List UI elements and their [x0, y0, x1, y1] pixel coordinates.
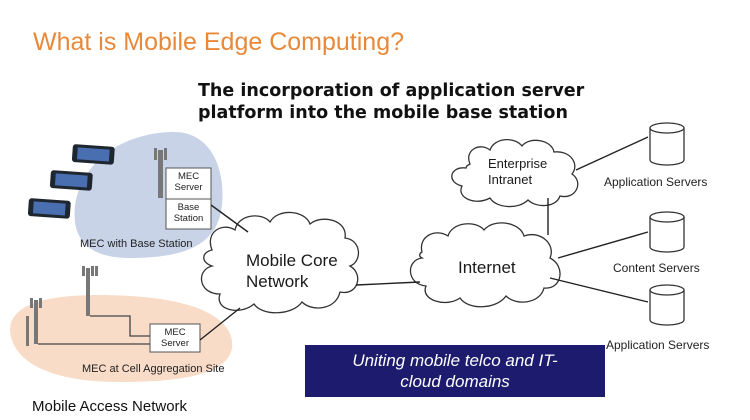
mec-aggregation-region-label: MEC at Cell Aggregation Site: [82, 363, 225, 375]
banner-text: Uniting mobile telco and IT- cloud domai…: [352, 351, 558, 391]
banner: Uniting mobile telco and IT- cloud domai…: [305, 345, 605, 397]
phone-icon: [49, 170, 93, 191]
slide-title: What is Mobile Edge Computing?: [33, 28, 405, 56]
server-label: Content Servers: [613, 261, 700, 275]
enterprise-label: Enterprise Intranet: [488, 156, 548, 187]
internet-cloud: [409, 222, 561, 308]
slide-subtitle: The incorporation of application server …: [198, 81, 585, 123]
phone-icon: [27, 198, 71, 219]
server-label: Application Servers: [606, 338, 710, 352]
cell-tower-icon: [30, 298, 42, 344]
mobile-core-cloud: [201, 211, 360, 314]
mobile-core-label: Mobile Core Network: [246, 251, 338, 291]
base-station-box: [165, 198, 212, 230]
footer-label: Mobile Access Network: [32, 398, 188, 415]
aggregation-links: [38, 315, 150, 345]
database-icon: [649, 122, 685, 166]
mec-base-station-region-label: MEC with Base Station: [80, 238, 193, 250]
mec-server-label: MEC Server: [174, 171, 203, 193]
internet-label: Internet: [458, 258, 516, 277]
cell-tower-icon: [26, 316, 29, 346]
base-station-label: Base Station: [173, 202, 204, 224]
phone-icon: [71, 144, 115, 165]
mec-aggregation-region: [10, 295, 233, 382]
mec-aggregation-server-box: [149, 323, 201, 353]
cell-tower-icon: [82, 266, 98, 316]
network-links: [199, 136, 649, 341]
database-icon: [649, 284, 685, 326]
mec-aggregation-server-label: MEC Server: [161, 327, 189, 349]
server-label: Application Servers: [604, 175, 708, 189]
enterprise-cloud: [451, 139, 579, 208]
database-icon: [649, 211, 685, 253]
cell-tower-icon: [154, 148, 167, 198]
